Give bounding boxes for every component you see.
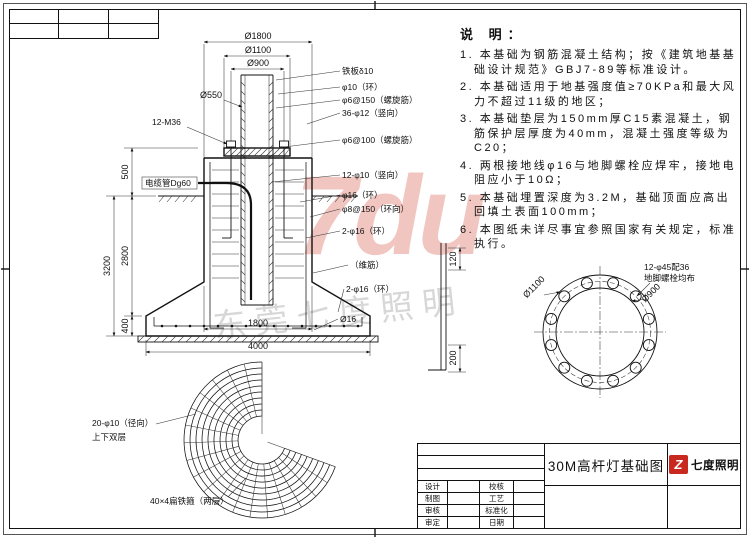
callout-vertical12: 12-φ10（竖向） bbox=[342, 170, 403, 180]
conduit-label-box bbox=[141, 176, 198, 190]
signature-table: 设计 校核 制图 工艺 审核 标准化 审定 日期 bbox=[418, 444, 545, 528]
signature-label: 工艺 bbox=[480, 493, 514, 504]
note-item-4: 4. 两根接地线φ16与地脚螺栓应焊牢，接地电阻应小于10Ω； bbox=[460, 159, 737, 187]
signature-value bbox=[448, 493, 480, 504]
signature-label: 校核 bbox=[480, 481, 514, 492]
cable-conduit bbox=[198, 181, 253, 300]
callout-stirrup: （维筋） bbox=[350, 260, 384, 270]
company-name: 七度照明 bbox=[691, 459, 739, 472]
drawing-title-cell: 30M高杆灯基础图 bbox=[545, 444, 668, 528]
drawing-title-empty-cell bbox=[545, 485, 667, 528]
anchor-plate bbox=[223, 147, 291, 157]
company-logo-icon: Z bbox=[669, 455, 688, 474]
signature-row: 审核 标准化 bbox=[418, 504, 544, 516]
callout-ring16: φ16（环） bbox=[342, 190, 382, 200]
company-logo-row: Z 七度照明 bbox=[668, 444, 740, 485]
company-empty-cell bbox=[668, 485, 740, 528]
dim-1100-top: Ø1100 bbox=[245, 45, 271, 55]
signature-row: 设计 校核 bbox=[418, 481, 544, 492]
dim-900-top: Ø900 bbox=[247, 58, 269, 68]
callout-base-ring: 2-φ16（环） bbox=[346, 284, 394, 294]
note-item-1: 1. 本基础为钢筋混凝土结构；按《建筑地基基础设计规范》GBJ7-89等标准设计… bbox=[460, 49, 737, 76]
signature-label: 标准化 bbox=[480, 505, 514, 516]
dim-120: 120 bbox=[448, 251, 458, 266]
signature-label: 日期 bbox=[480, 517, 514, 528]
revision-table-row bbox=[9, 9, 158, 23]
title-block: 设计 校核 制图 工艺 审核 标准化 审定 日期 30M高杆灯基础图 bbox=[417, 443, 741, 529]
conduit-label: 电缆管Dg60 bbox=[145, 178, 191, 188]
note-item-5: 5. 本基础埋置深度为3.2M，基础顶面应高出回填土表面100mm； bbox=[460, 191, 731, 219]
signature-table-empty-rows bbox=[418, 444, 544, 481]
drawing-title: 30M高杆灯基础图 bbox=[547, 458, 665, 474]
fan-label-layers: 上下双层 bbox=[92, 432, 126, 442]
dim-400: 400 bbox=[120, 318, 130, 333]
signature-value bbox=[514, 481, 544, 492]
company-cell: Z 七度照明 bbox=[668, 444, 740, 528]
callout-spiral100: φ6@100（螺旋筋） bbox=[342, 135, 418, 145]
radial-rebar-fan-detail: 20-φ10（径向） 上下双层 40×4扁铁箍（两层） bbox=[92, 361, 336, 519]
notes-heading: 说 明： bbox=[460, 27, 527, 42]
anchor-bolt-detail bbox=[428, 243, 447, 371]
ground-hatch bbox=[158, 195, 357, 203]
mat-rebar-dots bbox=[160, 324, 360, 328]
signature-value bbox=[514, 505, 544, 516]
hoop-rebar bbox=[212, 169, 304, 279]
flange-bolt-note-line1: 12-φ45配36 bbox=[644, 262, 689, 272]
signature-label: 设计 bbox=[418, 481, 448, 492]
fan-label-radial: 20-φ10（径向） bbox=[92, 418, 153, 428]
dim-550-pipe: Ø550 bbox=[200, 90, 222, 100]
flange-bolt-note-line2: 地脚螺栓均布 bbox=[644, 273, 695, 283]
dim-4000-bottom: 4000 bbox=[248, 341, 268, 351]
note-item-3: 3. 本基础垫层为150mm厚C15素混凝土，钢筋保护层厚度为40mm，混凝土强… bbox=[460, 113, 733, 155]
callout-spiral150: φ6@150（螺旋筋） bbox=[342, 95, 418, 105]
signature-label: 审定 bbox=[418, 517, 448, 528]
signature-row: 审定 日期 bbox=[418, 516, 544, 528]
dim-200: 200 bbox=[448, 350, 458, 365]
dim-2800: 2800 bbox=[120, 246, 130, 266]
dim-1800-top: Ø1800 bbox=[244, 31, 271, 41]
dim-1800-bottom: 1800 bbox=[248, 318, 268, 328]
signature-row: 制图 工艺 bbox=[418, 492, 544, 504]
blinding-hatch bbox=[137, 335, 377, 343]
plate-hatch bbox=[223, 147, 291, 157]
revision-table bbox=[9, 9, 159, 39]
callout-ground-wire: Ø16 bbox=[340, 314, 356, 324]
fan-label-hoop: 40×4扁铁箍（两层） bbox=[150, 496, 229, 506]
foundation-section-view: Ø1800 Ø1100 Ø900 Ø550 bbox=[102, 31, 466, 373]
signature-value bbox=[448, 505, 480, 516]
flange-plan-detail: Ø1100 Ø900 12-φ45配36 地脚螺栓均布 bbox=[521, 262, 695, 398]
bolt-holes bbox=[545, 277, 655, 387]
signature-label: 制图 bbox=[418, 493, 448, 504]
callout-vertical36: 36-φ12（竖向） bbox=[342, 108, 403, 118]
callout-hoop150: φ8@150（环向） bbox=[342, 204, 409, 214]
signature-value bbox=[514, 517, 544, 528]
signature-value bbox=[514, 493, 544, 504]
fan-arcs bbox=[183, 361, 336, 519]
bolt-callout: 12-M36 bbox=[152, 117, 181, 127]
sheet-inner-border bbox=[9, 9, 741, 529]
callout-ring216: 2-φ16（环） bbox=[342, 226, 390, 236]
callout-plate: 铁板δ10 bbox=[342, 66, 373, 76]
signature-label: 审核 bbox=[418, 505, 448, 516]
note-item-2: 2. 本基础适用于地基强度值≥70KPa和最大风力不超过11级的地区； bbox=[460, 81, 737, 108]
notes-panel: 说 明： 1. 本基础为钢筋混凝土结构；按《建筑地基基础设计规范》GBJ7-89… bbox=[460, 24, 740, 255]
watermark-brand-logo: 7du bbox=[295, 153, 486, 278]
dim-3200: 3200 bbox=[102, 256, 112, 276]
revision-table-row bbox=[9, 23, 158, 38]
spiral-rebar-ticks bbox=[240, 81, 274, 303]
note-item-6: 6. 本图纸未详尽事宜参照国家有关规定，标准执行。 bbox=[460, 223, 737, 251]
rebar-callouts: 铁板δ10 φ10（环） φ6@150（螺旋筋） 36-φ12（竖向） φ6@1… bbox=[271, 66, 418, 239]
fan-spokes bbox=[184, 362, 336, 518]
dim-1100-flange: Ø1100 bbox=[521, 274, 547, 300]
dim-500: 500 bbox=[120, 164, 130, 179]
signature-value bbox=[448, 481, 480, 492]
dim-900-flange: Ø900 bbox=[640, 282, 663, 305]
callout-ring10: φ10（环） bbox=[342, 82, 382, 92]
base-callouts: （维筋） 2-φ16（环） Ø16 bbox=[312, 260, 394, 331]
signature-value bbox=[448, 517, 480, 528]
